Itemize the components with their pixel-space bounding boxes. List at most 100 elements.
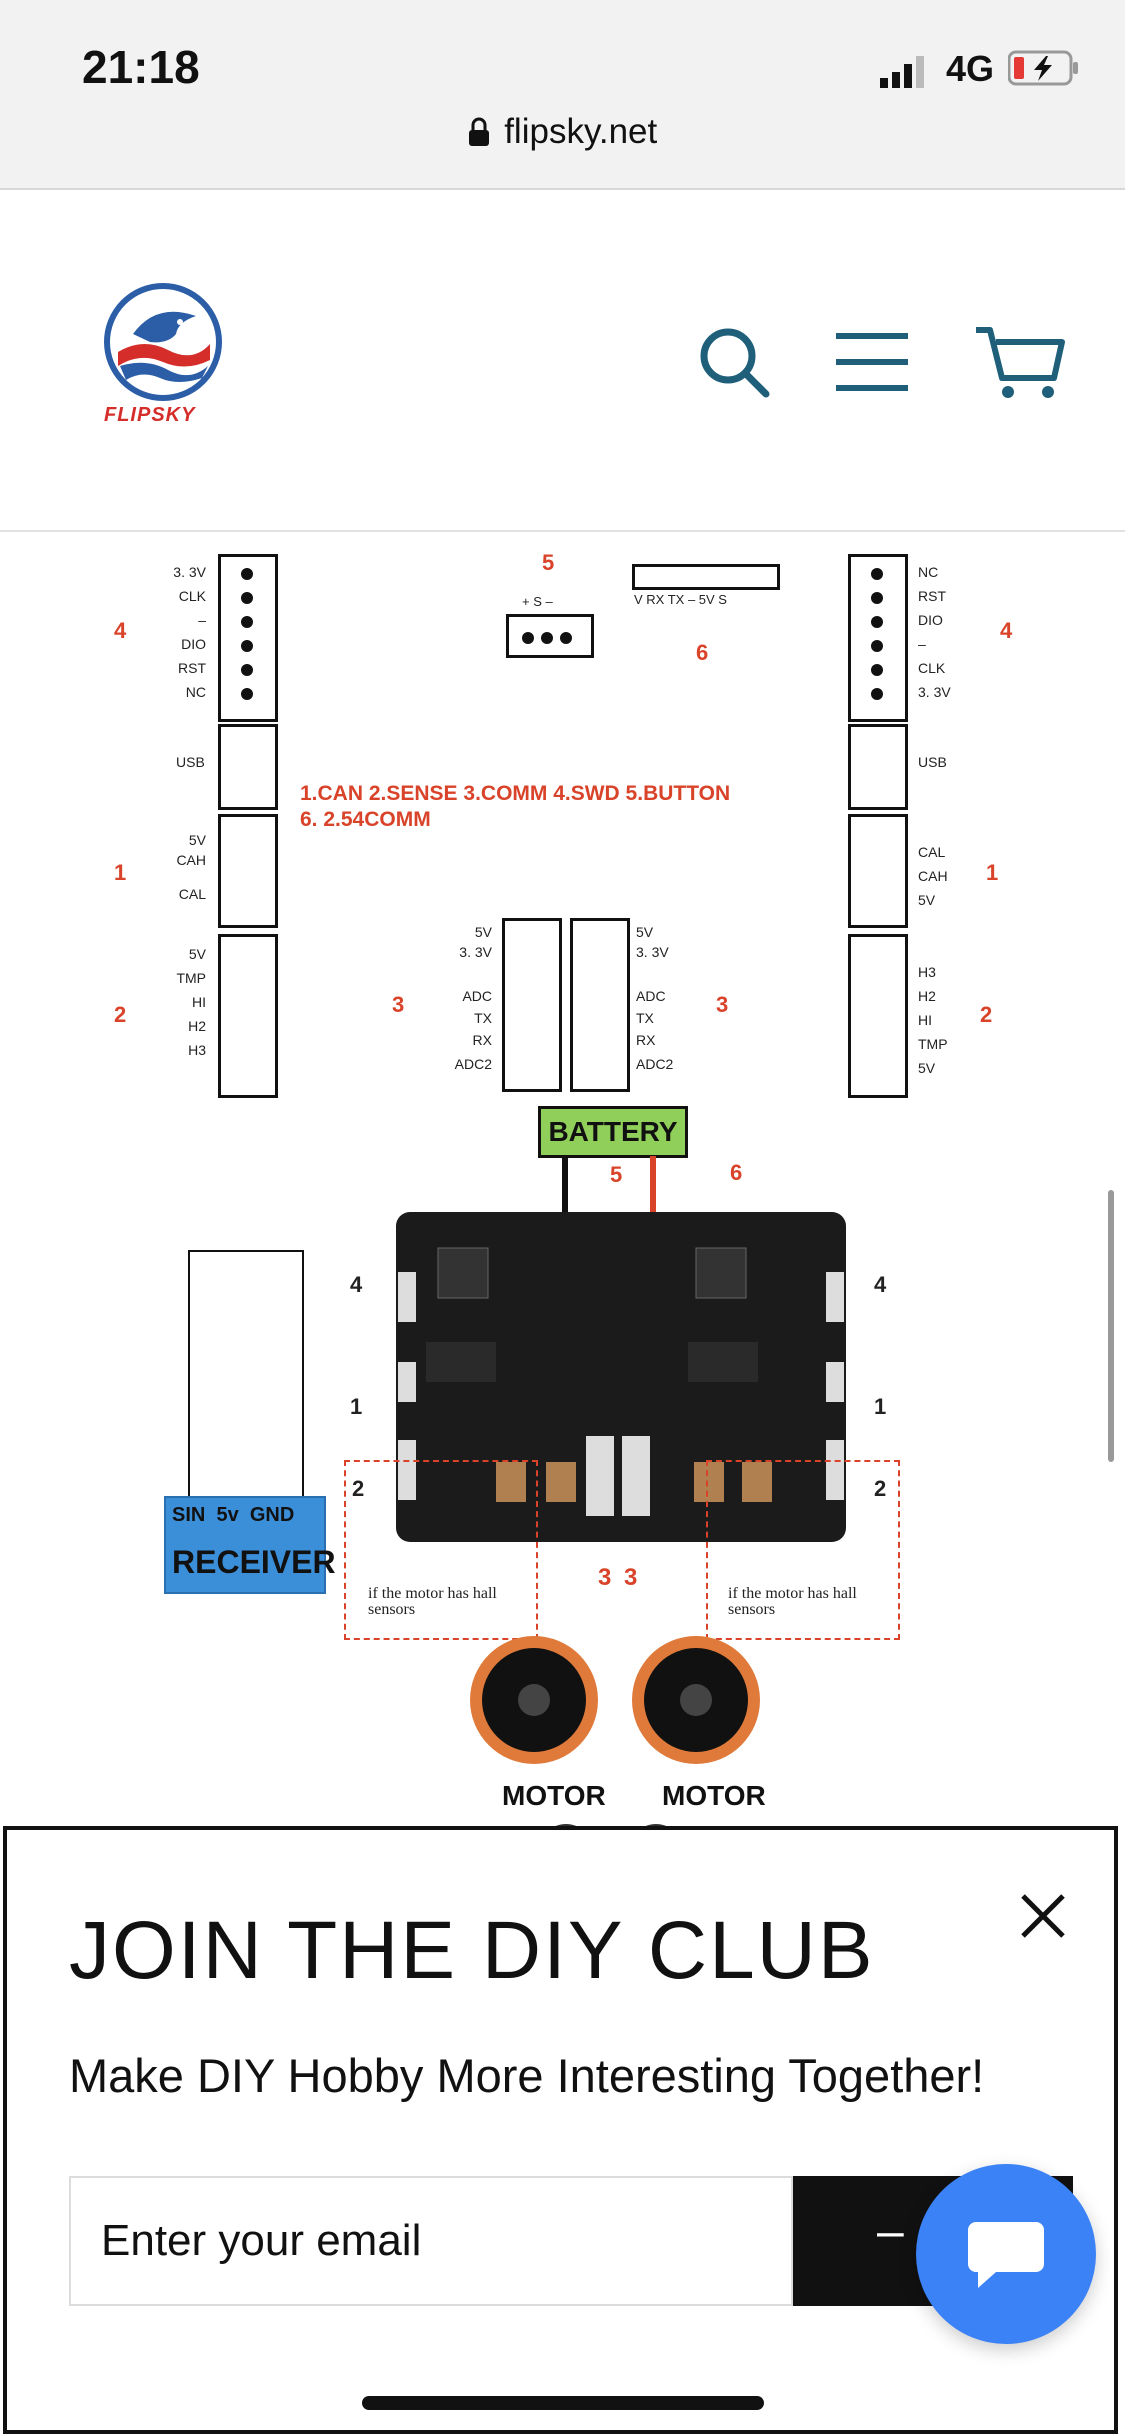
popup-title: JOIN THE DIY CLUB: [69, 1905, 875, 1996]
label-1: 1: [986, 860, 999, 885]
pin-label: 5V: [918, 892, 936, 908]
receiver-label: RECEIVER: [172, 1544, 336, 1580]
close-icon[interactable]: [1015, 1888, 1071, 1944]
battery-label: BATTERY: [538, 1106, 688, 1158]
right-sense-connector: [848, 934, 908, 1098]
left-can-connector: [218, 814, 278, 928]
battery-wire-neg: [562, 1156, 568, 1246]
network-label: 4G: [946, 48, 995, 89]
pin-label: 3. 3V: [173, 564, 206, 580]
pin-label: 3. 3V: [918, 684, 951, 700]
board-label-4: 4: [350, 1272, 363, 1297]
pin-dot: [560, 632, 572, 644]
pin-label: –: [198, 612, 206, 628]
pin-label: CLK: [918, 660, 946, 676]
pin-label: NC: [918, 564, 939, 580]
pin-label: H2: [918, 988, 936, 1004]
pin-label: ADC: [636, 988, 666, 1004]
receiver-box: SIN 5v GND RECEIVER: [164, 1496, 336, 1594]
right-can-connector: [848, 814, 908, 928]
clock: 21:18: [82, 41, 200, 93]
board-label-2: 2: [352, 1476, 365, 1501]
motor-left: [470, 1636, 598, 1764]
pin-label: RX: [472, 1032, 492, 1048]
board-label-2: 2: [874, 1476, 887, 1501]
board-label-3: 3: [624, 1564, 638, 1591]
pin-label: 5V: [918, 1060, 936, 1076]
pin-label: HI: [192, 994, 206, 1010]
pin-dot: [871, 568, 883, 580]
label-4: 4: [114, 618, 127, 643]
left-usb: [218, 724, 278, 810]
pin-label: TX: [474, 1010, 492, 1026]
lock-icon: [468, 117, 489, 146]
pin-label: ADC: [462, 988, 492, 1004]
pin-label: DIO: [181, 636, 206, 652]
chat-icon: [968, 2222, 1044, 2288]
cart-icon[interactable]: [974, 322, 1066, 402]
search-icon[interactable]: [694, 322, 774, 402]
flipsky-logo[interactable]: [98, 282, 228, 422]
pin-label: RST: [178, 660, 206, 676]
legend-line-2: 6. 2.54COMM: [300, 808, 431, 831]
hall-box-right: [706, 1460, 900, 1640]
pin-label: H2: [188, 1018, 206, 1034]
submit-glyph: –: [877, 2205, 904, 2258]
url-text: flipsky.net: [504, 112, 658, 151]
label-1: 1: [114, 860, 127, 885]
hall-box-left: [344, 1460, 538, 1640]
pin-dot: [241, 688, 253, 700]
wiring-diagram: 3. 3V CLK – DIO RST NC 4 NC RST DIO – CL…: [0, 532, 1125, 2060]
board-label-6: 6: [730, 1160, 743, 1185]
board-label-5: 5: [610, 1162, 623, 1187]
status-bar: 21:18 4G flipsky.net: [0, 0, 1125, 190]
comm254-pins: V RX TX – 5V S: [634, 592, 727, 607]
board-label-3: 3: [598, 1564, 612, 1591]
label-2: 2: [980, 1002, 993, 1027]
pin-label: CLK: [178, 588, 206, 604]
email-input[interactable]: [69, 2176, 793, 2306]
logo-text: FLIPSKY: [104, 404, 196, 426]
pin-label: H3: [188, 1042, 206, 1058]
motor-label: MOTOR: [662, 1780, 766, 1811]
label-5: 5: [542, 550, 555, 575]
battery-icon: [1008, 50, 1078, 86]
pin-dot: [241, 568, 253, 580]
pin-dot: [871, 640, 883, 652]
controller-board: [396, 1212, 846, 1542]
comm-connector-left: [502, 918, 562, 1092]
popup-subtitle: Make DIY Hobby More Interesting Together…: [69, 2049, 985, 2102]
right-usb: [848, 724, 908, 810]
button-pins: + S –: [522, 594, 553, 609]
pin-label: –: [918, 636, 926, 652]
pin-dot: [541, 632, 553, 644]
pin-label: 5V: [188, 946, 206, 962]
board-label-1: 1: [874, 1394, 887, 1419]
scrollbar[interactable]: [1108, 1190, 1114, 1462]
pin-label: HI: [918, 1012, 932, 1028]
comm254-connector: [632, 564, 780, 590]
pin-label: NC: [185, 684, 206, 700]
pin-label: 5V: [474, 924, 492, 940]
pin-label: RST: [918, 588, 946, 604]
chat-button[interactable]: [916, 2164, 1096, 2344]
url-bar[interactable]: flipsky.net: [0, 112, 1125, 170]
pin-label: CAH: [918, 868, 948, 884]
site-header: FLIPSKY: [0, 190, 1125, 532]
pin-label: CAL: [918, 844, 946, 860]
board-label-4: 4: [874, 1272, 887, 1297]
pin-label: TMP: [176, 970, 206, 986]
left-sense-connector: [218, 934, 278, 1098]
label-6: 6: [696, 640, 709, 665]
pin-label: 3. 3V: [636, 944, 669, 960]
label-4: 4: [1000, 618, 1013, 643]
hall-note: if the motor has hall sensors: [368, 1585, 497, 1618]
menu-icon[interactable]: [832, 322, 912, 402]
pin-label: CAH: [176, 852, 206, 868]
pin-dot: [241, 616, 253, 628]
home-indicator[interactable]: [362, 2396, 764, 2410]
usb-label: USB: [176, 754, 205, 770]
pin-label: CAL: [178, 886, 206, 902]
receiver-pins: SIN 5v GND: [172, 1504, 295, 1526]
pin-dot: [241, 592, 253, 604]
